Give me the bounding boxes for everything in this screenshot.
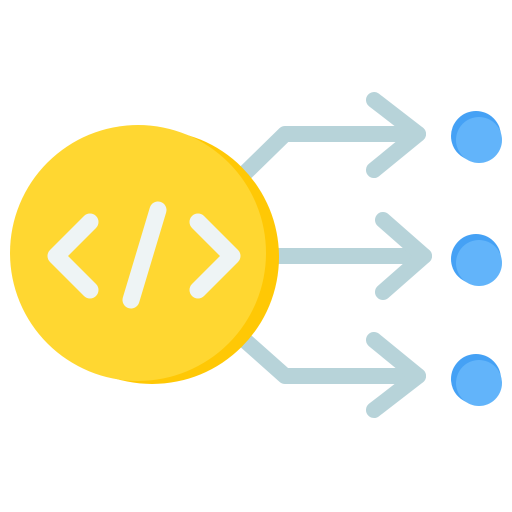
output-dot-middle	[456, 240, 502, 286]
output-dot-top	[456, 117, 502, 163]
less-than-bracket-icon	[47, 213, 99, 299]
greater-than-bracket-icon	[189, 213, 241, 299]
arrow-top-shaft	[232, 126, 426, 186]
arrow-middle-head	[375, 212, 432, 300]
arrow-top-head	[366, 92, 426, 178]
arrow-bottom-shaft	[232, 328, 426, 384]
output-dot-bottom	[456, 360, 502, 406]
slash-icon	[122, 201, 167, 309]
arrow-bottom-head	[366, 332, 426, 418]
